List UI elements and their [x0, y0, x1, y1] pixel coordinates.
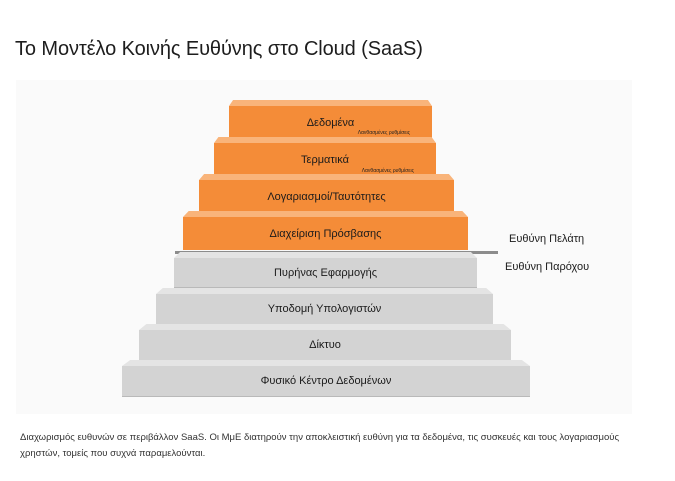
layer-note: Λανθασμένες ρυθμίσεις [357, 130, 410, 136]
customer-responsibility-label: Ευθύνη Πελάτη [509, 233, 585, 245]
layer-compute-infrastructure: Υποδομή Υπολογιστών [156, 288, 493, 325]
layer-label: Διαχείριση Πρόσβασης [269, 227, 382, 240]
layer-access-management: Διαχείριση Πρόσβασης [183, 211, 468, 250]
layer-label: Δεδομένα [306, 116, 355, 129]
layer-data: Δεδομένα Λανθασμένες ρυθμίσεις [229, 100, 432, 139]
layer-note: Λανθασμένες ρυθμίσεις [361, 168, 414, 174]
layer-label: Δίκτυο [309, 339, 341, 351]
provider-responsibility-label: Ευθύνη Παρόχου [505, 261, 590, 273]
layer-network: Δίκτυο [139, 324, 511, 361]
page-title: Το Μοντέλο Κοινής Ευθύνης στο Cloud (Saa… [15, 38, 423, 60]
layer-physical-datacenter: Φυσικό Κέντρο Δεδομένων [122, 360, 530, 397]
figure-caption: Διαχωρισμός ευθυνών σε περιβάλλον SaaS. … [20, 432, 620, 459]
layer-label: Τερματικά [301, 154, 349, 166]
layer-accounts-identities: Λογαριασμοί/Ταυτότητες [199, 174, 454, 214]
layer-label: Πυρήνας Εφαρμογής [273, 266, 377, 279]
layer-label: Λογαριασμοί/Ταυτότητες [267, 191, 386, 203]
layer-endpoints: Τερματικά Λανθασμένες ρυθμίσεις [214, 137, 436, 177]
layer-application-core: Πυρήνας Εφαρμογής [174, 252, 477, 288]
layer-label: Υποδομή Υπολογιστών [267, 303, 382, 315]
layer-label: Φυσικό Κέντρο Δεδομένων [260, 375, 392, 387]
